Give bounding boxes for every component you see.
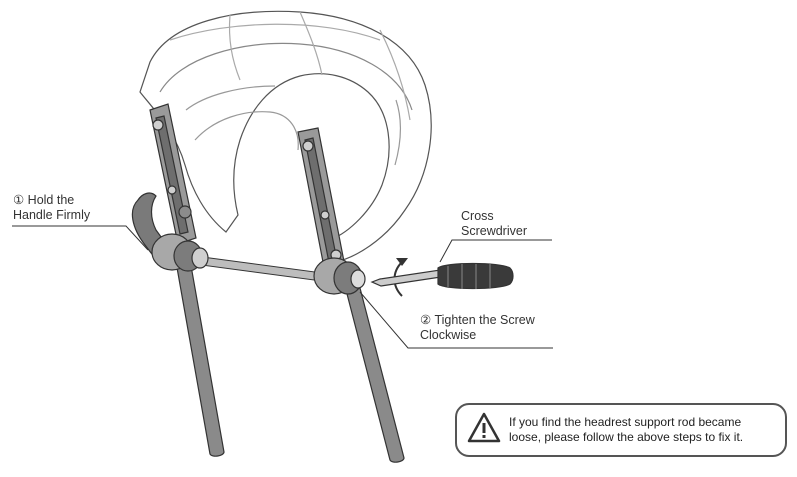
notice-box: If you find the headrest support rod bec… [455, 403, 787, 457]
screwdriver-callout: Cross Screwdriver [461, 209, 527, 239]
left-clamp [151, 233, 209, 272]
notice-line-2: loose, please follow the above steps to … [509, 430, 744, 444]
right-clamp-screw[interactable] [313, 257, 366, 295]
right-support-rod [345, 287, 405, 463]
hold-handle-line-2: Handle Firmly [13, 208, 91, 222]
screwdriver-line-1: Cross [461, 209, 494, 223]
left-support-rod [175, 259, 225, 457]
callout-lines [12, 225, 553, 349]
tighten-line-2: Clockwise [420, 328, 477, 342]
left-bracket [149, 103, 197, 245]
screwdriver [370, 262, 514, 290]
hold-handle-callout: ① Hold the Handle Firmly [13, 193, 90, 223]
screwdriver-line-2: Screwdriver [461, 224, 527, 238]
tighten-line-1: ② Tighten the Screw [420, 313, 535, 327]
warning-triangle-icon [467, 412, 501, 443]
headrest-cushion [139, 10, 432, 263]
tighten-leader [359, 291, 553, 349]
hold-handle-line-1: ① Hold the [13, 193, 75, 207]
tighten-screw-callout: ② Tighten the Screw Clockwise [420, 313, 535, 343]
screwdriver-leader [439, 239, 552, 263]
hold-handle-leader [12, 225, 149, 251]
notice-text: If you find the headrest support rod bec… [509, 415, 743, 445]
notice-line-1: If you find the headrest support rod bec… [509, 415, 742, 429]
